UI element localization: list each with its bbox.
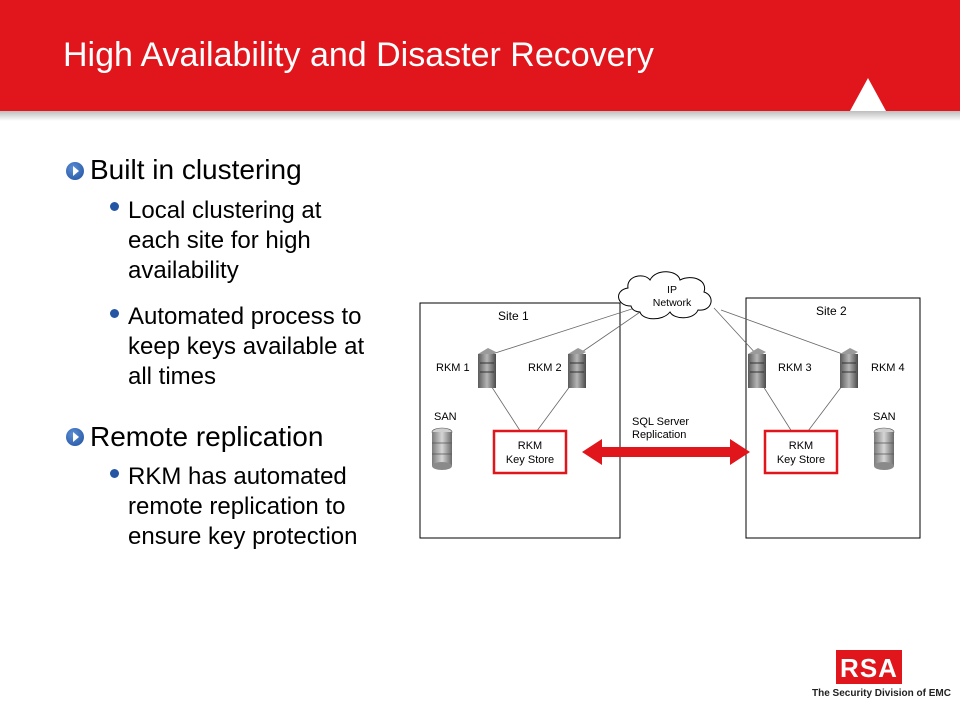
- replication-arrow-icon: [582, 439, 750, 465]
- cloud-label-ip: IP: [667, 284, 677, 296]
- title-bar-shadow: [0, 111, 960, 121]
- bullet-dot-icon: [110, 309, 119, 318]
- bullet-rkm-replication: RKM has automated remote replication to …: [128, 463, 358, 550]
- server-icon: [748, 348, 766, 388]
- site1-label: Site 1: [498, 309, 529, 323]
- cloud-label-network: Network: [653, 297, 692, 309]
- architecture-diagram: IP Network Site 1 Site 2 RKM 1 RKM 2 RKM…: [419, 271, 921, 539]
- server-icon: [840, 348, 858, 388]
- slide-title: High Availability and Disaster Recovery: [63, 36, 654, 74]
- keystore-label-rkm: RKM: [518, 440, 542, 452]
- replication-label-sqlserver: SQL Server: [632, 416, 689, 428]
- san-label-right: SAN: [873, 411, 896, 423]
- rsa-logo: RSA: [836, 650, 902, 684]
- keystore-label-keystore: Key Store: [506, 454, 554, 466]
- keystore-box-site2: [763, 429, 839, 475]
- replication-label-replication: Replication: [632, 429, 686, 441]
- bullet-arrow-icon: [66, 428, 84, 446]
- server-label-rkm3: RKM 3: [778, 362, 812, 374]
- rsa-logo-text: RSA: [840, 653, 898, 683]
- san-storage-icon: [431, 427, 453, 470]
- site2-box: [745, 297, 921, 539]
- server-icon: [478, 348, 496, 388]
- footer-tagline: The Security Division of EMC: [812, 688, 951, 699]
- san-label-left: SAN: [434, 411, 457, 423]
- san-storage-icon: [873, 427, 895, 470]
- ip-network-cloud-icon: [618, 271, 712, 320]
- bullet-automated-process: Automated process to keep keys available…: [128, 303, 365, 390]
- title-bar: High Availability and Disaster Recovery: [0, 0, 960, 111]
- bullet-heading-replication: Remote replication: [90, 421, 324, 452]
- site1-box: [419, 302, 621, 539]
- keystore-label-keystore: Key Store: [777, 454, 825, 466]
- keystore-label-rkm: RKM: [789, 440, 813, 452]
- bullet-local-clustering: Local clustering at each site for high a…: [128, 197, 322, 284]
- server-label-rkm2: RKM 2: [528, 362, 562, 374]
- bullet-heading-clustering: Built in clustering: [90, 154, 302, 185]
- bullet-arrow-icon: [66, 162, 84, 180]
- server-icon: [568, 348, 586, 388]
- header-notch-shape: [850, 78, 886, 111]
- site2-label: Site 2: [816, 304, 847, 318]
- bullet-dot-icon: [110, 202, 119, 211]
- bullet-dot-icon: [110, 469, 119, 478]
- server-label-rkm1: RKM 1: [436, 362, 470, 374]
- server-label-rkm4: RKM 4: [871, 362, 905, 374]
- keystore-box-site1: [492, 429, 568, 475]
